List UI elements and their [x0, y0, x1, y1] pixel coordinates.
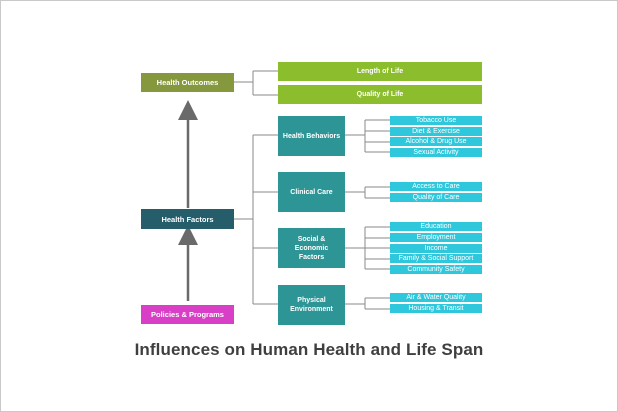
- diagram-title: Influences on Human Health and Life Span: [134, 340, 484, 359]
- outcome-quality-of-life: Quality of Life: [278, 85, 482, 104]
- health-factors-box: Health Factors: [141, 209, 234, 229]
- item-family-social-support: Family & Social Support: [390, 254, 482, 263]
- connector-clinical: [345, 186, 390, 199]
- outcome-length-of-life: Length of Life: [278, 62, 482, 81]
- connector-social: [345, 226, 390, 270]
- category-clinical-care: Clinical Care: [278, 172, 345, 212]
- category-health-behaviors: Health Behaviors: [278, 116, 345, 156]
- category-physical-environment: Physical Environment: [278, 285, 345, 325]
- item-air-water-quality: Air & Water Quality: [390, 293, 482, 302]
- health-outcomes-box: Health Outcomes: [141, 73, 234, 92]
- item-quality-of-care: Quality of Care: [390, 193, 482, 202]
- category-social-economic: Social & Economic Factors: [278, 228, 345, 268]
- connector-outcomes: [234, 70, 278, 96]
- item-alcohol-drug-use: Alcohol & Drug Use: [390, 137, 482, 146]
- connector-physical: [345, 297, 390, 310]
- item-tobacco-use: Tobacco Use: [390, 116, 482, 125]
- item-community-safety: Community Safety: [390, 265, 482, 274]
- item-employment: Employment: [390, 233, 482, 242]
- policies-programs-box: Policies & Programs: [141, 305, 234, 324]
- item-housing-transit: Housing & Transit: [390, 304, 482, 313]
- connector-factors: [234, 134, 278, 305]
- item-access-to-care: Access to Care: [390, 182, 482, 191]
- connector-behaviors: [345, 119, 390, 153]
- item-education: Education: [390, 222, 482, 231]
- item-sexual-activity: Sexual Activity: [390, 148, 482, 157]
- item-income: Income: [390, 244, 482, 253]
- item-diet-exercise: Diet & Exercise: [390, 127, 482, 136]
